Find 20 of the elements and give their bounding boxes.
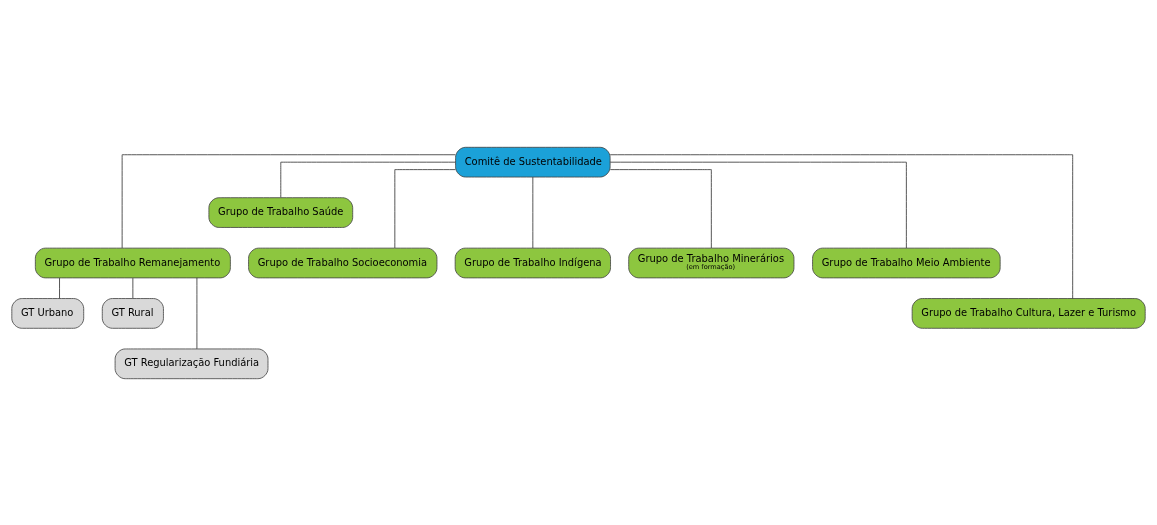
connector <box>121 153 456 248</box>
node-box: GT Regularização Fundiária <box>114 348 269 379</box>
node-box: Grupo de Trabalho Saúde <box>208 196 354 228</box>
node-box: GT Urbano <box>11 297 85 329</box>
connector <box>132 277 134 299</box>
node-box: Grupo de Trabalho Remanejamento <box>34 247 231 278</box>
node-box: Grupo de Trabalho Indígena <box>454 247 611 278</box>
node-box: Grupo de Trabalho Socioeconomia <box>248 247 438 278</box>
node-box: GT Rural <box>101 297 164 329</box>
connector <box>280 161 456 198</box>
connector <box>609 161 907 249</box>
connector <box>532 176 534 248</box>
node-box: Grupo de Trabalho Meio Ambiente <box>812 247 1001 278</box>
connector <box>609 168 712 248</box>
node-box: Comitê de Sustentabilidade <box>455 146 611 177</box>
connector <box>59 277 60 299</box>
connector <box>609 153 1074 299</box>
connector <box>394 168 456 248</box>
connector <box>196 276 198 349</box>
node-box: Grupo de Trabalho Cultura, Lazer e Turismo <box>911 297 1146 329</box>
